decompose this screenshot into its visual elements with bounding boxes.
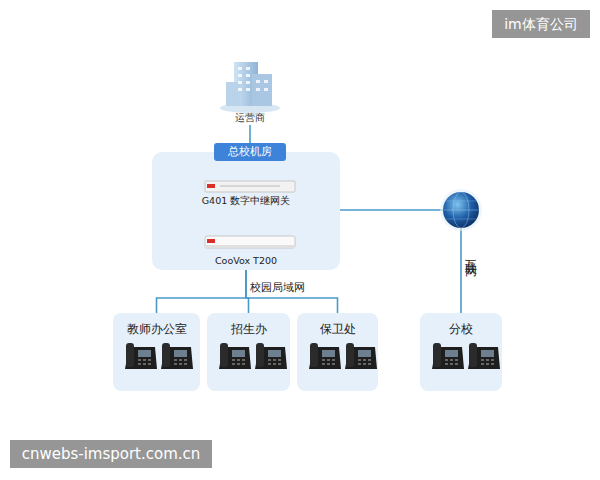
ip-phone: IP 话机 xyxy=(157,339,195,385)
gateway-node: G401 数字中继网关 xyxy=(190,174,302,208)
office-panel: 教师办公室 IP 话机IP 话机 xyxy=(113,313,200,391)
node-label: IP 话机 xyxy=(157,347,195,385)
ip-phone: IP 话机 xyxy=(121,339,159,385)
panel-heading: 总校机房 xyxy=(214,143,286,161)
pbx-node: CooVox T200 xyxy=(190,230,302,266)
node-label: IP 话机 xyxy=(251,347,289,385)
watermark: im体育公司 xyxy=(492,10,590,38)
ip-phone: IP 话机 xyxy=(305,339,343,385)
ip-phone: IP 话机 xyxy=(464,339,502,385)
ip-phone: IP 话机 xyxy=(341,339,379,385)
connector-line xyxy=(246,270,338,313)
ip-phone: IP 话机 xyxy=(251,339,289,385)
carrier-node: 运营商 xyxy=(220,58,280,125)
node-label: IP 话机 xyxy=(464,347,502,385)
gateway-device xyxy=(205,181,295,192)
ip-phone-icons xyxy=(125,343,500,369)
connector-line xyxy=(340,210,461,313)
node-label: IP 话机 xyxy=(305,347,343,385)
node-label: G401 数字中继网关 xyxy=(190,195,302,208)
ip-phone: IP 话机 xyxy=(215,339,253,385)
connector-label: 互联网 xyxy=(462,250,479,259)
office-panel: 招生办 IP 话机IP 话机 xyxy=(207,313,290,391)
node-label: 招生办 xyxy=(207,321,290,338)
node-label: CooVox T200 xyxy=(190,255,302,266)
node-label: 分校 xyxy=(420,321,502,338)
node-label: IP 话机 xyxy=(121,347,159,385)
node-label: 保卫处 xyxy=(297,321,378,338)
globe-icon xyxy=(440,189,482,231)
connector-line xyxy=(157,270,247,313)
connector-label: 校园局域网 xyxy=(250,280,305,295)
ip-phone: IP 话机 xyxy=(428,339,466,385)
node-label: IP 话机 xyxy=(341,347,379,385)
node-label: IP 话机 xyxy=(428,347,466,385)
pbx-device xyxy=(205,236,295,248)
node-label: 运营商 xyxy=(220,111,280,125)
node-label: IP 话机 xyxy=(215,347,253,385)
watermark: cnwebs-imsport.com.cn xyxy=(10,440,212,468)
node-label: 教师办公室 xyxy=(113,321,200,338)
server-room-panel: 总校机房G401 数字中继网关CooVox T200 xyxy=(152,152,340,270)
office-panel: 保卫处 IP 话机IP 话机 xyxy=(297,313,378,391)
branch-panel: 分校 IP 话机IP 话机 xyxy=(420,313,502,391)
building-icon xyxy=(220,62,280,113)
